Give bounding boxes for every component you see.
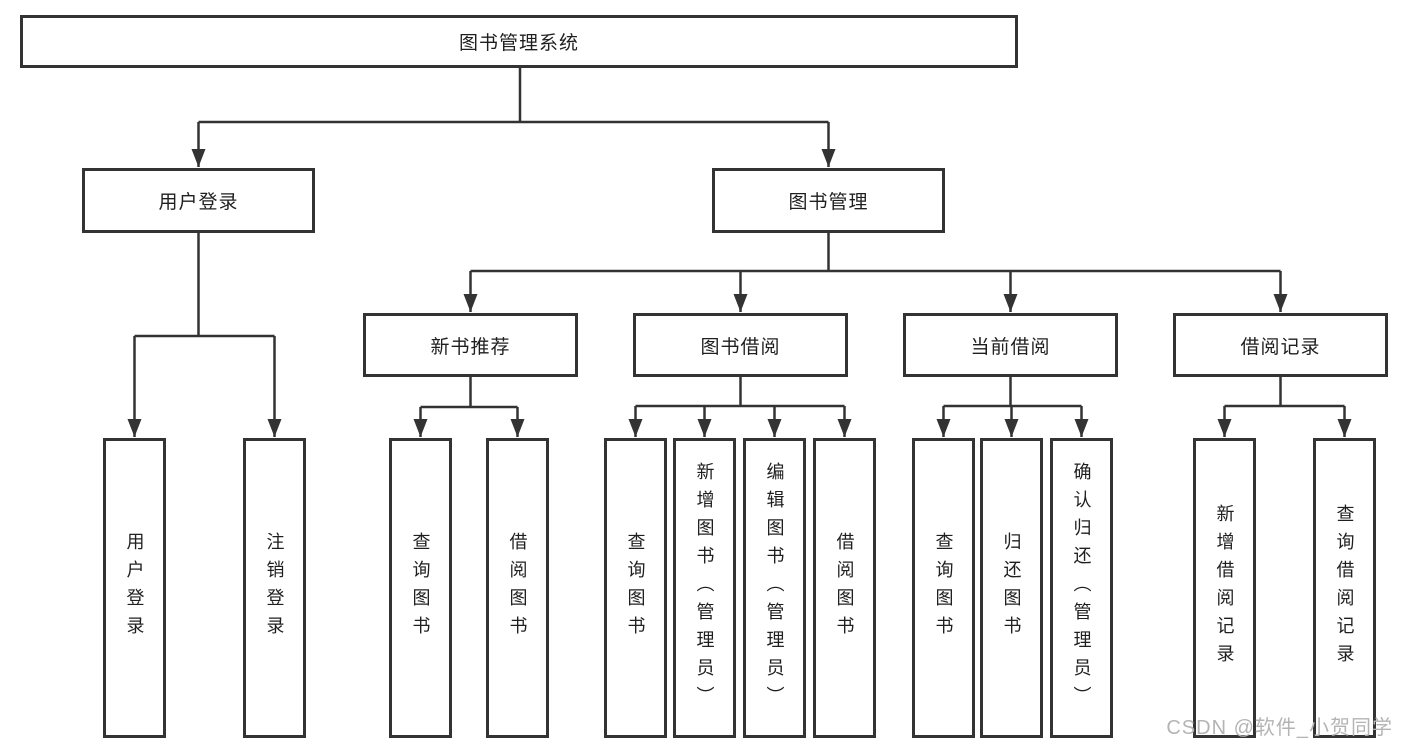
node-current-borrowing: 当前借阅	[903, 313, 1118, 377]
node-user-login: 用户登录	[82, 168, 315, 233]
connector-borrow-record-branch	[1217, 377, 1352, 437]
leaf-borrow-books-recommend: 借阅图书	[486, 438, 549, 738]
node-new-book-recommendation: 新书推荐	[363, 313, 578, 377]
leaf-logout: 注销登录	[243, 438, 306, 738]
connector-user-login-branch	[127, 233, 282, 437]
connector-root-to-level2	[191, 67, 836, 167]
node-library-management-system: 图书管理系统	[20, 15, 1018, 68]
connector-current-borrow-branch	[936, 377, 1089, 437]
leaf-add-books-admin: 新增图书（管理员）	[673, 438, 736, 738]
connector-book-management-branch	[463, 233, 1288, 312]
node-borrowing-records: 借阅记录	[1173, 313, 1388, 377]
leaf-edit-books-admin: 编辑图书（管理员）	[743, 438, 806, 738]
leaf-borrow-books-borrowing: 借阅图书	[813, 438, 876, 738]
leaf-query-books-recommend: 查询图书	[389, 438, 452, 738]
node-book-borrowing: 图书借阅	[633, 313, 848, 377]
leaf-add-borrow-record: 新增借阅记录	[1193, 438, 1256, 738]
node-book-management: 图书管理	[712, 168, 945, 233]
leaf-return-books: 归还图书	[980, 438, 1043, 738]
watermark: CSDN @软件_小贺同学	[1166, 717, 1393, 739]
leaf-query-books-current: 查询图书	[912, 438, 975, 738]
leaf-query-books-borrowing: 查询图书	[604, 438, 667, 738]
leaf-query-borrow-record: 查询借阅记录	[1313, 438, 1376, 738]
leaf-user-login: 用户登录	[103, 438, 166, 738]
leaf-confirm-return-admin: 确认归还（管理员）	[1050, 438, 1113, 738]
connector-book-borrow-branch	[628, 377, 852, 437]
connector-new-book-branch	[413, 377, 525, 437]
